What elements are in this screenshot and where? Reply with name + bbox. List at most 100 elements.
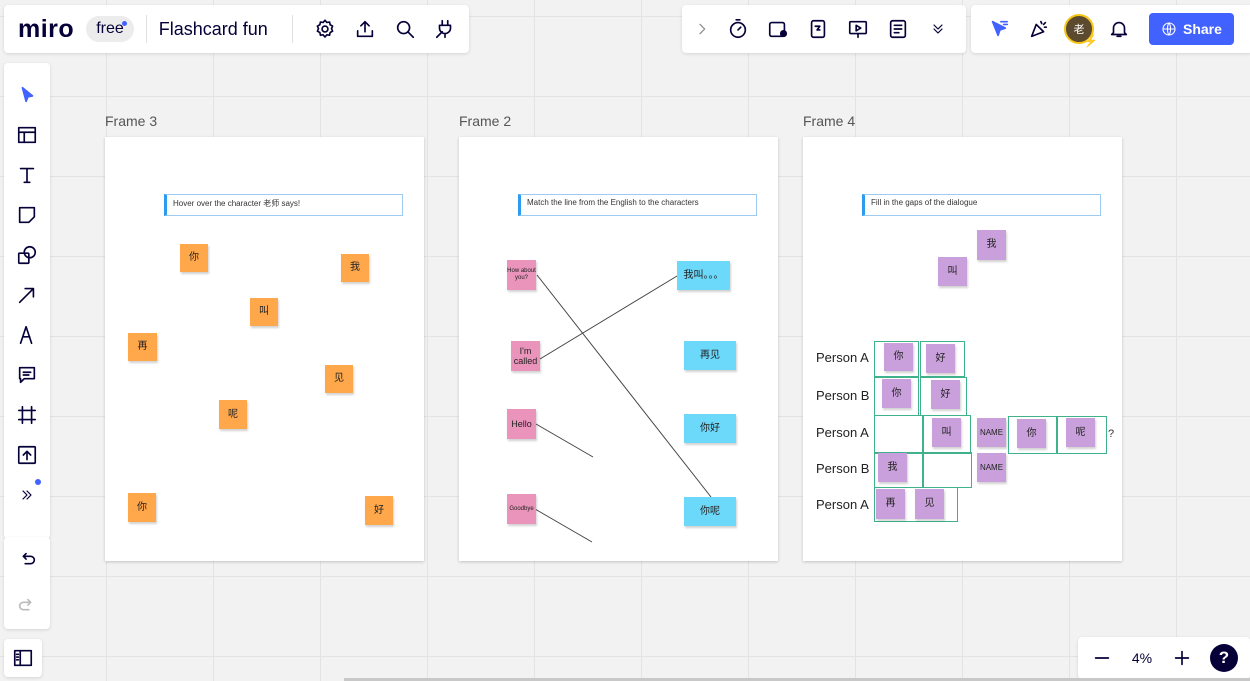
connector-line[interactable] [535, 423, 594, 458]
sticky-note[interactable]: 好 [926, 344, 955, 373]
sticky-note[interactable]: 你 [1017, 419, 1046, 448]
share-button[interactable]: Share [1149, 13, 1234, 45]
sticky-note[interactable]: NAME [977, 418, 1006, 447]
text-icon[interactable] [4, 155, 50, 195]
gear-icon[interactable] [305, 9, 345, 49]
divider [291, 15, 293, 43]
search-icon[interactable] [385, 9, 425, 49]
connector-line[interactable] [539, 275, 678, 360]
arrow-icon[interactable] [4, 275, 50, 315]
sticky-note[interactable]: How about you? [507, 260, 536, 290]
upload-icon[interactable] [4, 435, 50, 475]
answer-slot[interactable] [1008, 416, 1057, 454]
sticky-note[interactable]: 再见 [684, 341, 736, 370]
plug-icon[interactable] [425, 9, 465, 49]
sticky-note[interactable]: 呢 [219, 400, 247, 429]
board-header: miro free Flashcard fun [4, 5, 469, 53]
sticky-note[interactable]: Hello [507, 409, 536, 439]
voting-icon[interactable] [798, 9, 838, 49]
frame-title[interactable]: Frame 2 [459, 113, 512, 129]
connector-lines[interactable] [459, 137, 778, 561]
bolt-icon: ⚡ [1083, 34, 1098, 48]
frames-panel-button[interactable] [4, 639, 42, 677]
sticky-note[interactable]: NAME [977, 453, 1006, 482]
sticky-note[interactable]: 呢 [1066, 418, 1095, 447]
sticky-note[interactable]: 好 [931, 380, 960, 409]
zoom-in-icon[interactable] [1162, 637, 1202, 679]
answer-slot[interactable] [923, 415, 971, 454]
question-mark[interactable]: ? [1108, 428, 1115, 440]
redo-icon[interactable] [4, 583, 50, 629]
zoom-level[interactable]: 4% [1131, 650, 1153, 666]
sticky-note[interactable]: 再 [876, 489, 905, 519]
sticky-note[interactable]: 你 [882, 379, 911, 408]
connector-line[interactable] [534, 508, 593, 543]
sticky-note[interactable]: 你好 [684, 414, 736, 443]
speaker-label: Person B [816, 388, 870, 403]
sticky-note[interactable]: 叫 [938, 257, 967, 286]
celebrate-icon[interactable] [1019, 9, 1059, 49]
frame-3[interactable]: Hover over the character 老师 says! 你 我 叫 … [105, 137, 424, 561]
presentation-icon[interactable] [838, 9, 878, 49]
sticky-note[interactable]: 我 [977, 230, 1006, 260]
frame-title[interactable]: Frame 3 [105, 113, 158, 129]
frame-2[interactable]: Match the line from the English to the c… [459, 137, 778, 561]
notes-icon[interactable] [878, 9, 918, 49]
sticky-note[interactable]: 你 [128, 493, 156, 522]
instruction-box[interactable]: Match the line from the English to the c… [518, 194, 757, 216]
sticky-note[interactable]: 叫 [932, 418, 961, 447]
sticky-note[interactable]: 你呢 [684, 497, 736, 526]
frame-4[interactable]: Fill in the gaps of the dialogue 我 叫 Per… [803, 137, 1122, 561]
comment-icon[interactable] [4, 355, 50, 395]
sticky-note[interactable]: 再 [128, 333, 157, 361]
shapes-icon[interactable] [4, 235, 50, 275]
board-name[interactable]: Flashcard fun [158, 18, 268, 39]
zoom-out-icon[interactable] [1082, 637, 1122, 679]
sticky-note[interactable]: 我 [341, 254, 369, 282]
miro-logo[interactable]: miro [18, 14, 75, 43]
bell-icon[interactable] [1099, 9, 1139, 49]
sticky-note[interactable]: 见 [325, 365, 353, 393]
more-tools-icon[interactable] [4, 475, 50, 515]
sticky-note[interactable]: Goodbye [507, 494, 536, 524]
speaker-label: Person A [816, 350, 869, 365]
connector-line[interactable] [536, 274, 712, 498]
plan-badge[interactable]: free [86, 16, 134, 42]
answer-slot[interactable] [1057, 416, 1107, 454]
horizontal-scrollbar[interactable] [344, 678, 1250, 681]
plan-dot [121, 21, 127, 26]
sticky-note[interactable]: 我叫。。。 [677, 261, 730, 290]
more-chevron-icon[interactable] [918, 9, 958, 49]
sticky-note[interactable]: 你 [884, 343, 913, 371]
chevron-right-icon[interactable] [686, 9, 718, 49]
answer-slot[interactable] [874, 487, 958, 522]
sticky-note[interactable]: 我 [878, 453, 907, 482]
templates-icon[interactable] [4, 115, 50, 155]
sticky-note[interactable]: 见 [915, 489, 944, 519]
answer-slot[interactable] [923, 452, 972, 488]
frame-icon[interactable] [4, 395, 50, 435]
undo-icon[interactable] [4, 537, 50, 583]
select-icon[interactable] [4, 75, 50, 115]
answer-slot[interactable] [874, 415, 923, 454]
card-icon[interactable] [758, 9, 798, 49]
sticky-note[interactable]: I'm called [511, 341, 540, 371]
help-button[interactable]: ? [1210, 644, 1238, 672]
collaboration-toolbar [682, 5, 966, 53]
avatar[interactable]: 老⚡ [1059, 9, 1099, 49]
answer-slot[interactable] [874, 341, 919, 377]
sticky-note[interactable]: 叫 [250, 298, 278, 326]
instruction-box[interactable]: Hover over the character 老师 says! [164, 194, 403, 216]
reactions-icon[interactable] [979, 9, 1019, 49]
frame-title[interactable]: Frame 4 [803, 113, 856, 129]
sticky-note[interactable]: 你 [180, 244, 208, 272]
instruction-box[interactable]: Fill in the gaps of the dialogue [862, 194, 1101, 216]
timer-icon[interactable] [718, 9, 758, 49]
answer-slot[interactable] [920, 341, 965, 377]
pen-icon[interactable] [4, 315, 50, 355]
sticky-note-icon[interactable] [4, 195, 50, 235]
user-toolbar: 老⚡ Share [971, 5, 1250, 53]
sidebar-icon [4, 639, 42, 677]
upload-icon[interactable] [345, 9, 385, 49]
sticky-note[interactable]: 好 [365, 496, 393, 525]
